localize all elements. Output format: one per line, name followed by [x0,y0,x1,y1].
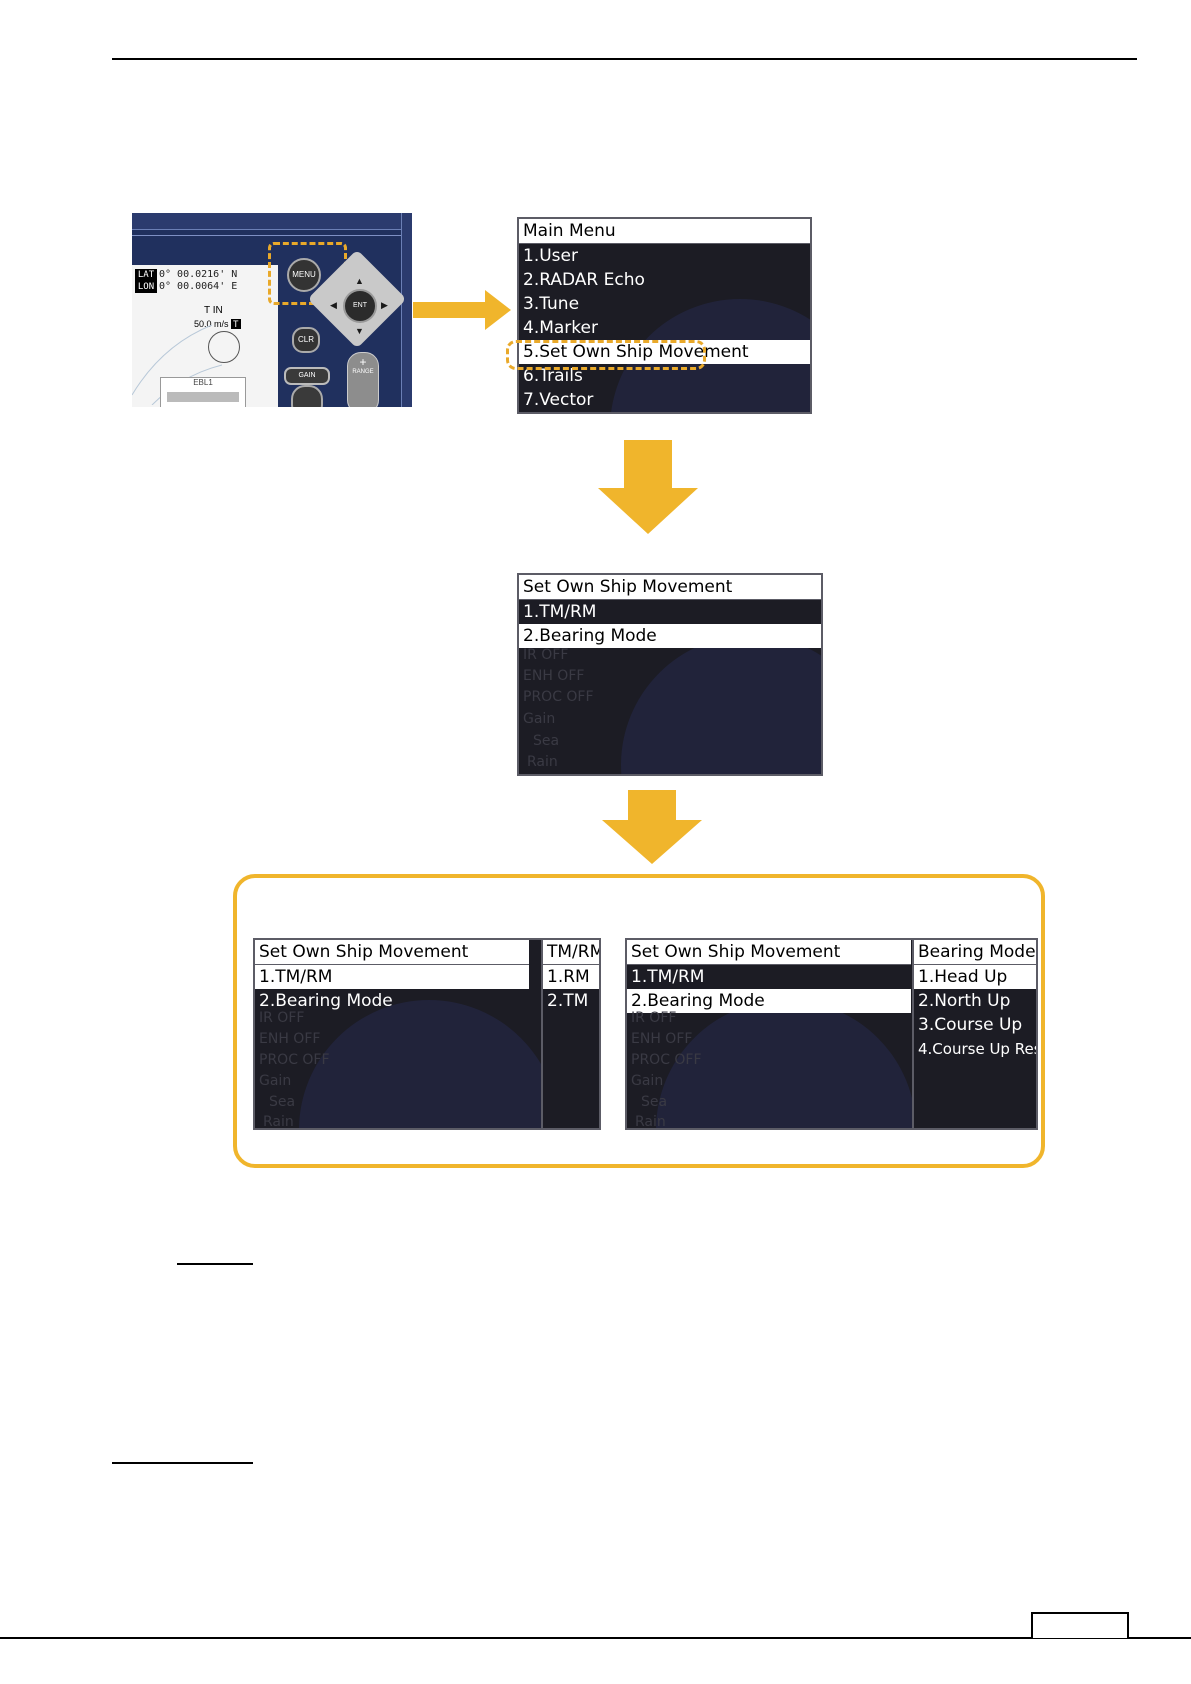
tmrm-panel: Set Own Ship Movement 1.TM/RM 2.Bearing … [253,938,601,1130]
device-bezel-line [132,235,402,236]
ghost-rain: Rain [635,1114,666,1130]
set-own-ship-title: Set Own Ship Movement [519,575,821,600]
ebl-value-bar [167,392,239,402]
ghost-enh: ENH OFF [631,1031,693,1047]
ghost-ir: IR OFF [631,1010,677,1026]
section-underline [112,1462,253,1464]
ghost-enh: ENH OFF [259,1031,321,1047]
menu-button-label: MENU [292,270,316,279]
right-arrow-icon: ▶ [381,300,388,310]
device-mask [132,407,422,427]
speed-mode: T [231,319,241,329]
lon-label: LON [135,281,157,293]
lat-value: 0° 00.0216' N [159,269,238,280]
menu-item-bearing-mode[interactable]: 2.Bearing Mode [627,989,911,1013]
submenu-item-tm[interactable]: 2.TM [547,991,589,1011]
tmrm-submenu: TM/RM 1.RM 2.TM [541,940,599,1128]
lat-label: LAT [135,269,157,281]
main-menu: Main Menu 1.User 2.RADAR Echo 3.Tune 4.M… [517,217,812,414]
footer-rule [0,1637,1191,1639]
device-bezel [132,213,412,230]
ghost-sea: Sea [533,733,560,749]
lon-value: 0° 00.0064' E [159,281,238,292]
ghost-rain: Rain [263,1114,294,1130]
range-plus-icon: + [359,355,367,369]
device-bezel-edge [401,213,412,407]
compass-icon [208,331,240,363]
ghost-proc: PROC OFF [631,1052,702,1068]
t-in-label: T IN [204,305,223,316]
set-own-ship-menu: Set Own Ship Movement 1.TM/RM 2.Bearing … [517,573,823,776]
clr-button-label: CLR [297,335,314,344]
submenu-item-course-up[interactable]: 3.Course Up [918,1015,1023,1035]
ghost-gain: Gain [259,1073,292,1089]
radar-sweep [621,635,821,774]
submenu-item-course-up-reset[interactable]: 4.Course Up Reset [918,1040,1036,1058]
range-button-label: RANGE [352,369,374,375]
gain-button-label: GAIN [298,372,316,379]
down-arrow-icon: ▼ [355,326,364,336]
left-arrow-icon: ◀ [330,300,337,310]
gain-button[interactable]: GAIN [284,367,330,385]
radar-sweep [299,1000,559,1128]
menu-item-vector[interactable]: 7.Vector [523,390,594,410]
menu-item-user[interactable]: 1.User [523,246,578,266]
menu-item-bearing-mode[interactable]: 2.Bearing Mode [519,624,821,648]
flow-arrow-down-icon [602,790,702,864]
menu-item-marker[interactable]: 4.Marker [523,318,598,338]
menu-item-tm-rm[interactable]: 1.TM/RM [523,602,597,622]
bearing-panel: Set Own Ship Movement 1.TM/RM 2.Bearing … [625,938,1038,1130]
menu-item-trails[interactable]: 6.Trails [523,366,583,386]
submenu-item-head-up[interactable]: 1.Head Up [914,965,1036,989]
ghost-gain: Gain [631,1073,664,1089]
range-button[interactable]: + RANGE [347,352,379,414]
submenu-item-north-up[interactable]: 2.North Up [918,991,1011,1011]
ebl-box: EBL1 [160,377,246,407]
flow-arrow-right-icon [413,290,511,330]
speed-value: 50.0 m/s [194,319,229,329]
note-underline [177,1263,253,1265]
menu-item-tm-rm[interactable]: 1.TM/RM [255,965,529,989]
ent-button[interactable]: ENT [343,289,377,323]
tmrm-submenu-title: TM/RM [543,940,599,965]
bearing-submenu: Bearing Mode 1.Head Up 2.North Up 3.Cour… [912,940,1036,1128]
ghost-ir: IR OFF [523,647,569,663]
page-number-box [1031,1612,1129,1638]
menu-item-set-own-ship-movement[interactable]: 5.Set Own Ship Movement [519,340,810,364]
up-arrow-icon: ▲ [355,276,364,286]
ghost-sea: Sea [641,1094,668,1110]
menu-button[interactable]: MENU [287,258,321,292]
ghost-ir: IR OFF [259,1010,305,1026]
ghost-sea: Sea [269,1094,296,1110]
menu-item-radar-echo[interactable]: 2.RADAR Echo [523,270,645,290]
ent-button-label: ENT [353,302,367,309]
speed-readout: 50.0 m/s T [194,319,241,329]
ghost-proc: PROC OFF [523,689,594,705]
clr-button[interactable]: CLR [292,327,320,353]
header-rule [112,58,1137,60]
bearing-panel-title: Set Own Ship Movement [627,940,911,965]
ghost-proc: PROC OFF [259,1052,330,1068]
ghost-rain: Rain [527,754,558,770]
result-frame [233,874,1045,1168]
flow-arrow-down-icon [598,440,698,534]
main-menu-title: Main Menu [519,219,810,244]
ebl-label: EBL1 [193,378,213,387]
menu-item-tm-rm[interactable]: 1.TM/RM [631,967,705,987]
submenu-item-rm[interactable]: 1.RM [543,965,599,989]
bearing-submenu-title: Bearing Mode [914,940,1036,965]
ghost-enh: ENH OFF [523,668,585,684]
selected-item-highlight [506,340,706,370]
tmrm-panel-title: Set Own Ship Movement [255,940,529,965]
menu-item-bearing-mode[interactable]: 2.Bearing Mode [259,991,393,1011]
menu-item-tune[interactable]: 3.Tune [523,294,580,314]
ghost-gain: Gain [523,711,556,727]
